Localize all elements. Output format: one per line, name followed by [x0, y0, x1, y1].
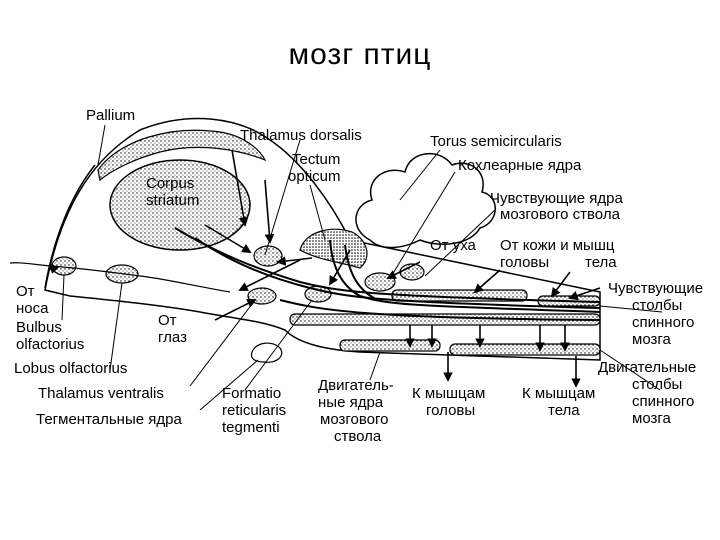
tectum-opticum — [299, 228, 368, 269]
label-pallium: Pallium — [86, 107, 135, 124]
label-motor-columns-2: столбы — [632, 376, 682, 393]
label-sensory-columns-2: столбы — [632, 297, 682, 314]
motor-nuclei-band — [339, 339, 441, 352]
label-motor-nuclei-3: мозгового — [320, 411, 388, 428]
label-from-eye-1: От — [158, 312, 177, 329]
label-bulbus-2: olfactorius — [16, 336, 84, 353]
label-thalamus-ventralis: Thalamus ventralis — [38, 385, 164, 402]
label-motor-columns-1: Двигательные — [598, 359, 696, 376]
label-from-skin-body: тела — [585, 254, 617, 271]
label-from-nose-1: От — [16, 283, 35, 300]
label-motor-nuclei-1: Двигатель- — [318, 377, 394, 394]
label-formatio-3: tegmenti — [222, 419, 280, 436]
label-lobus: Lobus olfactorius — [14, 360, 127, 377]
label-tectum-1: Tectum — [292, 151, 340, 168]
label-from-eye-2: глаз — [158, 329, 187, 346]
label-sensory-brainstem-2: мозгового ствола — [500, 206, 621, 223]
fiber-tracts — [174, 227, 601, 321]
cerebellum — [355, 152, 496, 249]
thalamus-dorsalis-nucleus — [253, 245, 283, 267]
label-formatio-2: reticularis — [222, 402, 286, 419]
label-to-head-2: головы — [426, 402, 475, 419]
pallium — [97, 129, 267, 182]
cochlear-nucleus — [364, 272, 396, 292]
label-torus-semicircularis: Torus semicircularis — [430, 133, 562, 150]
label-tegmental: Тегментальные ядра — [36, 411, 182, 428]
label-to-body-1: К мышцам — [522, 385, 595, 402]
label-corpus-2: striatum — [146, 192, 199, 209]
motor-column — [449, 343, 601, 356]
pathway-arrows — [47, 149, 601, 388]
label-tectum-2: opticum — [288, 168, 341, 185]
label-formatio-1: Formatio — [222, 385, 281, 402]
page-title: мозг птиц — [288, 38, 432, 71]
label-to-body-2: тела — [548, 402, 580, 419]
leader-lines — [61, 124, 663, 411]
label-motor-columns-3: спинного — [632, 393, 694, 410]
label-motor-nuclei-2: ные ядра — [318, 394, 384, 411]
label-corpus-1: Corpus — [146, 175, 194, 192]
label-sensory-columns-4: мозга — [632, 331, 672, 348]
corpus-striatum — [109, 159, 251, 251]
label-kohlear: Кохлеарные ядра — [458, 157, 582, 174]
olfactory-input — [9, 262, 231, 293]
label-bulbus-1: Bulbus — [16, 319, 62, 336]
label-motor-nuclei-4: ствола — [334, 428, 382, 445]
label-sensory-columns-1: Чувствующие — [608, 280, 703, 297]
label-from-skin: От кожи и мышц — [500, 237, 615, 254]
label-motor-columns-4: мозга — [632, 410, 672, 427]
label-from-ear: От уха — [430, 237, 477, 254]
label-sensory-columns-3: спинного — [632, 314, 694, 331]
tegmental-nucleus — [250, 342, 283, 363]
label-to-head-1: К мышцам — [412, 385, 485, 402]
label-from-nose-2: носа — [16, 300, 49, 317]
label-sensory-brainstem-1: Чувствующие ядра — [490, 190, 624, 207]
label-thalamus-dorsalis: Thalamus dorsalis — [240, 127, 362, 144]
label-from-skin-head: головы — [500, 254, 549, 271]
